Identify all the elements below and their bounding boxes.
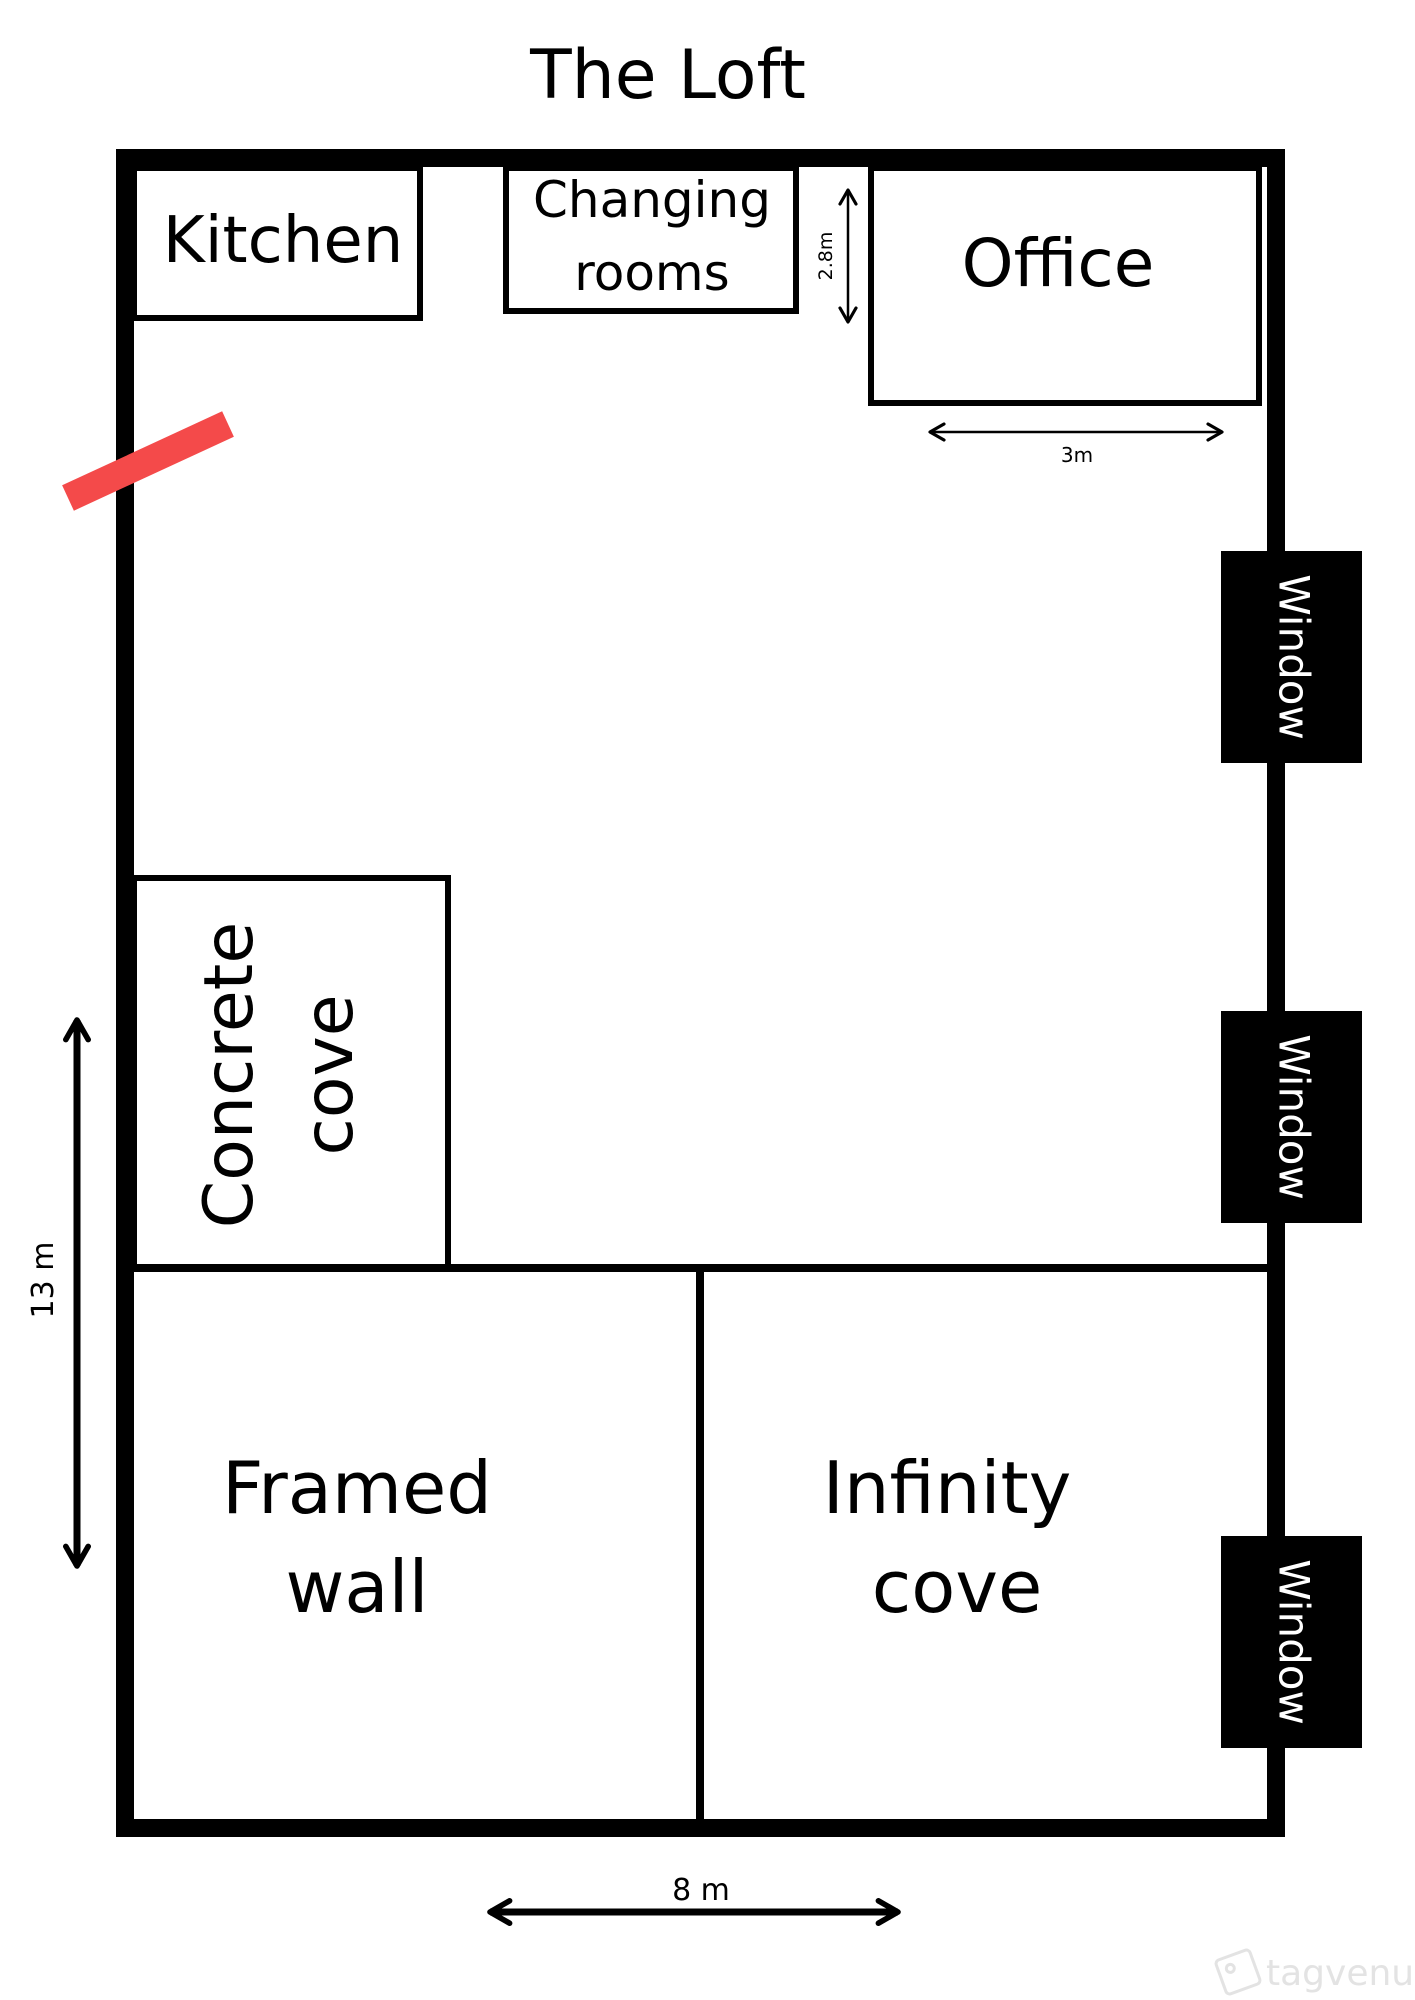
office-room: Office	[868, 165, 1262, 406]
concrete-cove-room: Concrete cove	[131, 875, 451, 1271]
plan-title: The Loft	[529, 36, 806, 115]
changing-rooms-room: Changing rooms	[503, 165, 799, 314]
watermark-text: tagvenue	[1266, 1953, 1415, 1994]
window-1: Window	[1221, 551, 1362, 763]
infinity-cove-label-line2: cove	[872, 1545, 1043, 1629]
framed-wall-room: Framed wall	[222, 1446, 492, 1629]
kitchen-room: Kitchen	[131, 165, 423, 321]
tagvenue-logo-icon	[1214, 1948, 1262, 1996]
window-1-label: Window	[1270, 574, 1319, 740]
outer-wall	[116, 149, 1285, 1837]
window-3: Window	[1221, 1536, 1362, 1748]
infinity-cove-label-line1: Infinity	[823, 1446, 1072, 1530]
overall-width-label: 8 m	[672, 1873, 730, 1908]
concrete-cove-label-line2: cove	[290, 994, 369, 1155]
overall-height-label: 13 m	[26, 1242, 61, 1319]
changing-rooms-label-line1: Changing	[533, 171, 771, 229]
framed-wall-label-line1: Framed	[222, 1446, 492, 1530]
office-label: Office	[962, 225, 1155, 302]
entrance-marker	[62, 411, 234, 511]
window-2: Window	[1221, 1011, 1362, 1223]
concrete-cove-label-line1: Concrete	[190, 922, 269, 1228]
kitchen-label: Kitchen	[163, 204, 404, 278]
office-width-label: 3m	[1061, 443, 1093, 467]
infinity-cove-room: Infinity cove	[823, 1446, 1072, 1629]
office-height-label: 2.8m	[815, 232, 837, 281]
tagvenue-watermark: tagvenue	[1214, 1948, 1415, 1996]
window-3-label: Window	[1270, 1559, 1319, 1725]
window-2-label: Window	[1270, 1034, 1319, 1200]
changing-rooms-label-line2: rooms	[574, 244, 729, 302]
framed-wall-label-line2: wall	[285, 1545, 428, 1629]
